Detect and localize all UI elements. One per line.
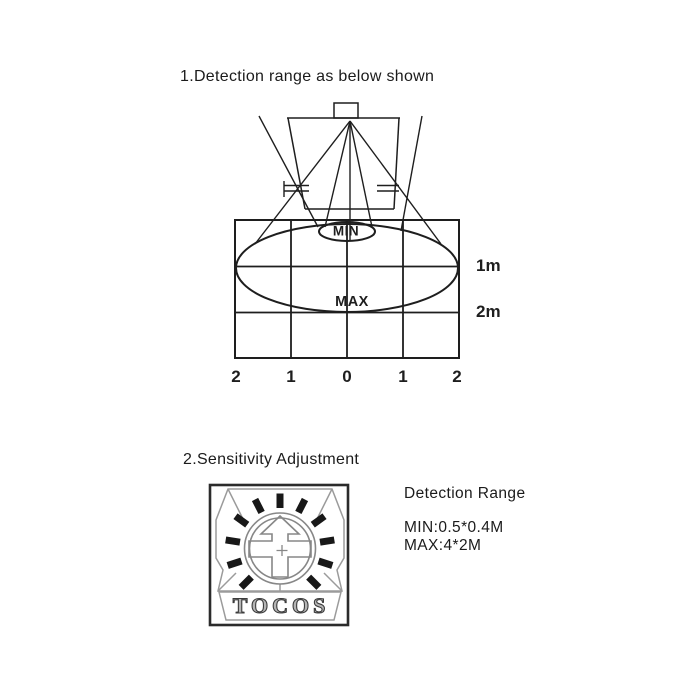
detection-grid: [234, 219, 460, 359]
section1-title: 1.Detection range as below shown: [180, 68, 435, 85]
max-range-value: MAX:4*2M: [404, 537, 482, 554]
sensor-head-icon: [287, 102, 400, 119]
axis-label-right-2: 2: [452, 367, 462, 386]
tocos-brand-label: TOCOS: [232, 592, 330, 618]
trimmer-frame: [208, 483, 350, 627]
max-label: MAX: [335, 294, 369, 310]
trimmer-rotor-icon: [243, 512, 317, 585]
min-ellipse: [318, 221, 376, 242]
detection-range-heading: Detection Range: [404, 485, 526, 502]
max-ellipse: [235, 223, 459, 313]
range-label-2m: 2m: [476, 302, 501, 321]
axis-label-left-1: 1: [286, 367, 296, 386]
axis-label-left-2: 2: [231, 367, 241, 386]
min-range-value: MIN:0.5*0.4M: [404, 519, 504, 536]
trimmer-drawing: [208, 483, 350, 627]
fixture-housing: [283, 117, 400, 210]
range-label-1m: 1m: [476, 256, 501, 275]
trimmer-body-outline: [215, 488, 345, 621]
sensor-drawing: [254, 102, 442, 245]
axis-label-right-1: 1: [398, 367, 408, 386]
trimmer-tick-marks: [225, 493, 335, 590]
min-label: MIN: [332, 223, 360, 239]
section2-title: 2.Sensitivity Adjustment: [183, 451, 360, 468]
axis-label-0: 0: [342, 367, 352, 386]
